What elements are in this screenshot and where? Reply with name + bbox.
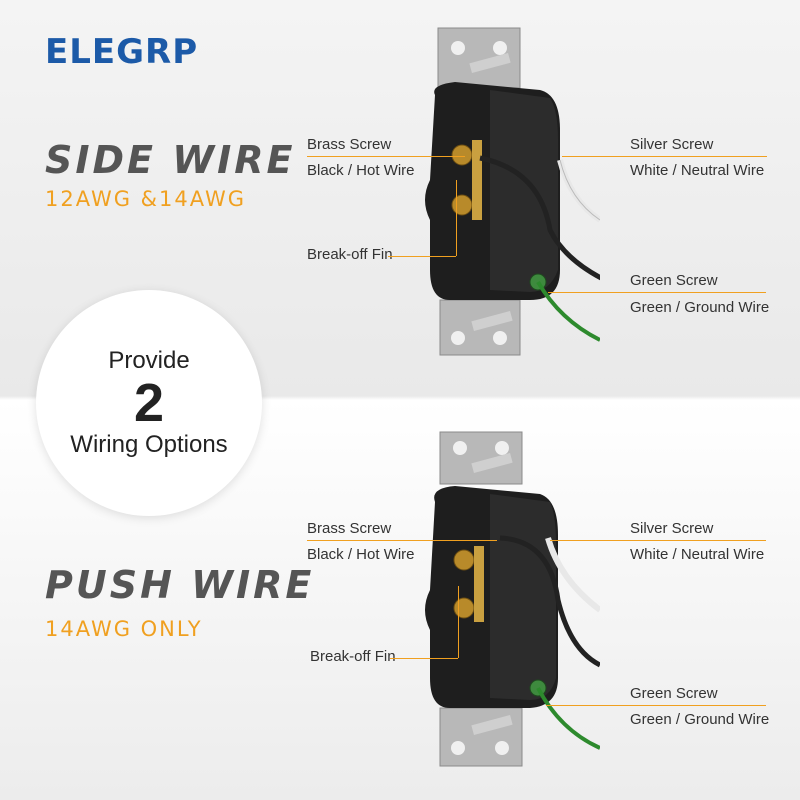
bottom-silver-leader <box>550 540 766 541</box>
top-break-off-fin-label: Break-off Fin <box>307 246 393 263</box>
bottom-green-screw-label: Green Screw <box>630 685 718 702</box>
top-green-screw-label: Green Screw <box>630 272 718 289</box>
bottom-silver-screw-label: Silver Screw <box>630 520 714 537</box>
duplex-receptacle-icon <box>425 27 600 356</box>
bottom-green-leader <box>546 705 766 706</box>
bottom-brass-leader <box>307 540 497 541</box>
top-green-leader <box>548 292 766 293</box>
top-fin-leader-vert <box>456 180 457 256</box>
side-wire-title: SIDE WIRE <box>45 138 296 182</box>
push-wire-gauge: 14AWG ONLY <box>45 617 203 641</box>
top-silver-screw-label: Silver Screw <box>630 136 714 153</box>
badge-line1: Provide <box>108 347 190 374</box>
top-black-hot-wire-label: Black / Hot Wire <box>307 162 415 179</box>
top-brass-screw-label: Brass Screw <box>307 136 392 153</box>
top-silver-leader <box>562 156 767 157</box>
bottom-brass-screw-label: Brass Screw <box>307 520 392 537</box>
top-white-neutral-wire-label: White / Neutral Wire <box>630 162 765 179</box>
bottom-green-ground-wire-label: Green / Ground Wire <box>630 711 770 728</box>
bottom-break-off-fin-label: Break-off Fin <box>310 648 396 665</box>
bottom-fin-leader <box>390 658 458 659</box>
badge-line3: Wiring Options <box>70 431 228 458</box>
top-green-ground-wire-label: Green / Ground Wire <box>630 299 770 316</box>
badge-number: 2 <box>133 373 165 433</box>
side-wire-gauge: 12AWG &14AWG <box>45 187 247 211</box>
brand-logo: ELEGRP <box>45 32 199 72</box>
top-fin-leader <box>388 256 456 257</box>
bottom-fin-leader-vert <box>458 586 459 658</box>
bottom-black-hot-wire-label: Black / Hot Wire <box>307 546 415 563</box>
bottom-white-neutral-wire-label: White / Neutral Wire <box>630 546 765 563</box>
duplex-receptacle-icon <box>425 431 600 767</box>
wiring-options-badge: Provide 2 Wiring Options <box>36 290 262 516</box>
push-wire-title: PUSH WIRE <box>45 563 315 607</box>
top-brass-leader <box>307 156 465 157</box>
